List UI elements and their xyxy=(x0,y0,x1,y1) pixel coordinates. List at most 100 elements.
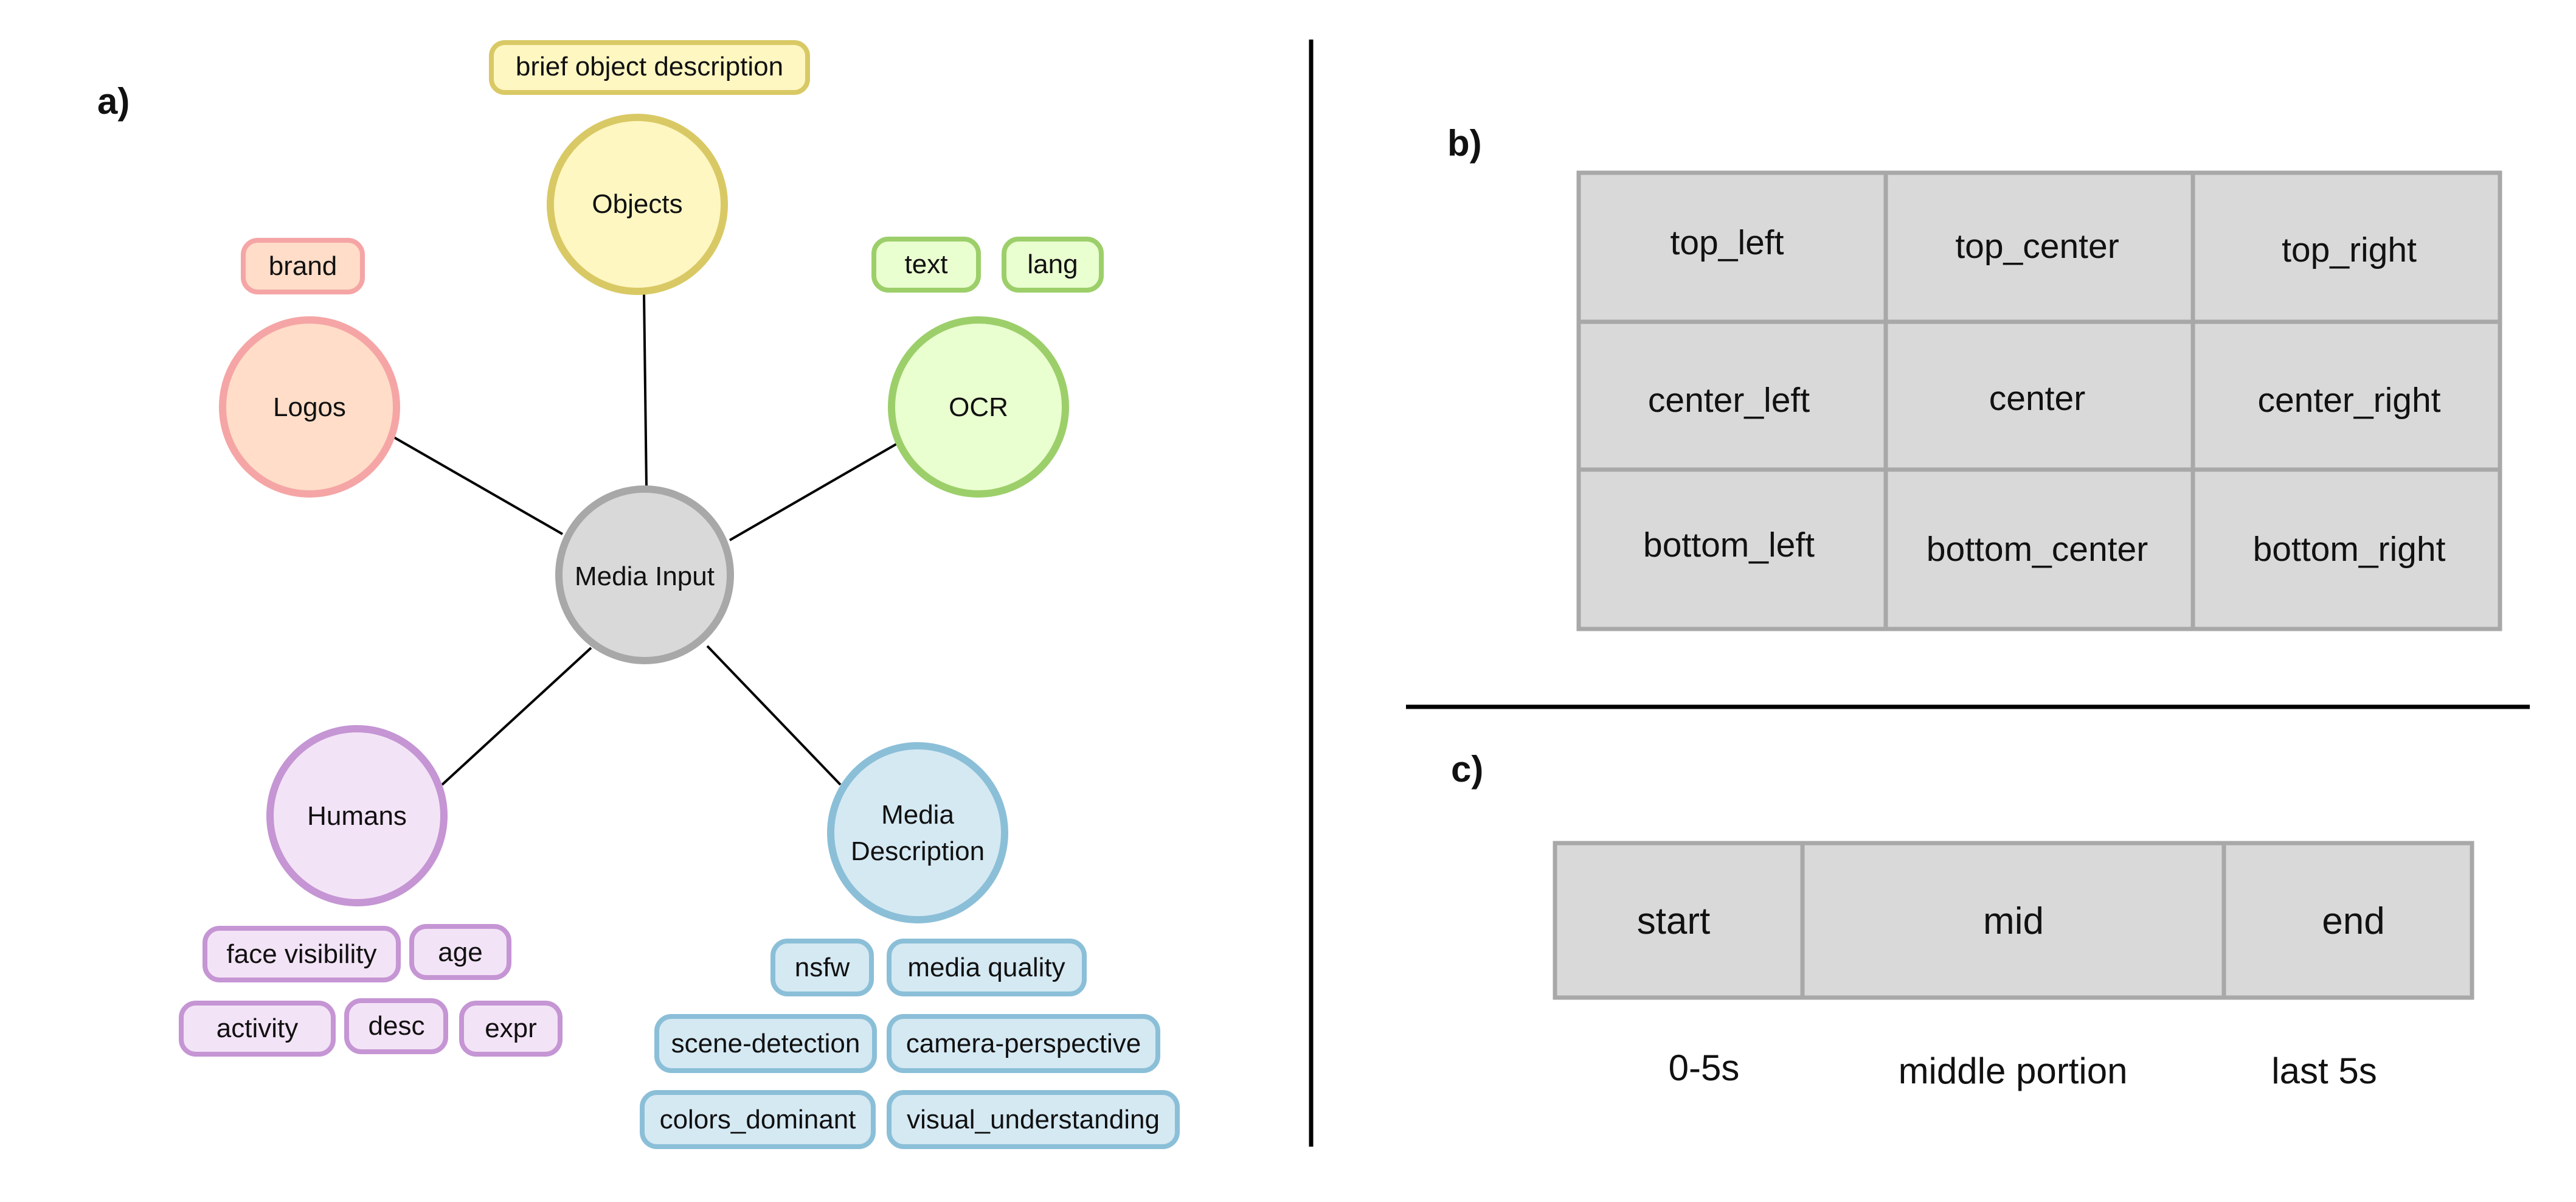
humans-tag-activity-pill xyxy=(179,1001,336,1057)
objects-tag-label: brief object description xyxy=(516,52,783,82)
logos-tag-label: brand xyxy=(269,251,338,281)
humans-tag-face-visibility: face visibility xyxy=(203,926,401,982)
logos-label: Logos xyxy=(273,392,346,422)
cell-top-right-label: top_right xyxy=(2282,231,2417,269)
media-tag-visual-understanding-pill xyxy=(887,1090,1180,1149)
cell-bottom-center-label: bottom_center xyxy=(1927,530,2148,569)
ocr-tag-lang-label: lang xyxy=(1027,249,1078,279)
panel-a-label: a) xyxy=(97,81,130,122)
objects-circle xyxy=(547,114,728,295)
humans-tag-age: age xyxy=(409,924,511,980)
humans-tag-desc: desc xyxy=(344,998,448,1054)
media-tag-scene-detection-label: scene-detection xyxy=(671,1029,860,1058)
spoke-lines xyxy=(393,293,897,786)
cell-top-center xyxy=(1883,170,2195,324)
position-grid: top_left top_center top_right center_lef… xyxy=(1576,170,2502,631)
panel-b-label: b) xyxy=(1447,123,1482,164)
segment-mid xyxy=(1800,841,2226,1000)
hub-node: Media Input xyxy=(555,485,734,664)
media-tag-visual-understanding-label: visual_understanding xyxy=(907,1105,1160,1134)
cell-bottom-right xyxy=(2190,467,2502,631)
cell-center-right xyxy=(2190,319,2502,472)
segment-end-caption: last 5s xyxy=(2271,1051,2377,1091)
humans-tag-age-label: age xyxy=(438,937,482,967)
hub-label: Media Input xyxy=(575,561,715,591)
segment-end xyxy=(2221,841,2474,1000)
media-tag-camera-perspective-pill xyxy=(887,1014,1160,1073)
media-tag-nsfw-pill xyxy=(770,939,874,996)
ocr-node: OCR xyxy=(888,316,1069,498)
media-description-circle xyxy=(827,742,1008,923)
spoke-media-description xyxy=(706,645,842,786)
segment-start-label: start xyxy=(1637,900,1711,942)
segment-start-caption: 0-5s xyxy=(1669,1047,1740,1088)
humans-tag-activity: activity xyxy=(179,1001,336,1057)
media-description-label-line1: Media xyxy=(881,800,954,830)
media-tag-camera-perspective-label: camera-perspective xyxy=(906,1029,1141,1058)
cell-top-right xyxy=(2190,170,2502,324)
media-tag-scene-detection: scene-detection xyxy=(654,1014,877,1073)
objects-tag-pill xyxy=(489,40,810,95)
media-description-node: Media Description xyxy=(827,742,1008,923)
spoke-logos xyxy=(393,436,563,535)
humans-tag-desc-pill xyxy=(344,998,448,1054)
logos-circle xyxy=(219,316,400,498)
ocr-tag-lang-pill xyxy=(1002,237,1104,293)
humans-tag-face-visibility-label: face visibility xyxy=(227,939,377,969)
media-tag-colors-dominant: colors_dominant xyxy=(640,1090,876,1149)
cell-bottom-left xyxy=(1576,467,1888,631)
media-tag-nsfw-label: nsfw xyxy=(795,953,850,982)
humans-circle xyxy=(266,725,448,906)
ocr-circle xyxy=(888,316,1069,498)
cell-bottom-right-label: bottom_right xyxy=(2253,530,2446,569)
logos-node: Logos xyxy=(219,316,400,498)
objects-label: Objects xyxy=(592,189,682,219)
media-tag-media-quality: media quality xyxy=(887,939,1087,996)
cell-center xyxy=(1883,319,2195,472)
cell-center-label: center xyxy=(1989,379,2085,418)
ocr-tag-text: text xyxy=(871,237,981,293)
segment-mid-label: mid xyxy=(1983,900,2044,942)
segment-end-label: end xyxy=(2322,900,2384,942)
cell-top-left-label: top_left xyxy=(1671,223,1784,262)
panel-c-label: c) xyxy=(1451,749,1483,790)
media-tag-colors-dominant-label: colors_dominant xyxy=(660,1105,856,1134)
media-tag-visual-understanding: visual_understanding xyxy=(887,1090,1180,1149)
spoke-ocr xyxy=(729,443,897,541)
spoke-objects xyxy=(643,293,648,487)
hub-circle xyxy=(555,485,734,664)
media-tag-scene-detection-pill xyxy=(654,1014,877,1073)
logos-tag: brand xyxy=(241,238,365,294)
humans-tag-desc-label: desc xyxy=(369,1011,425,1041)
humans-tag-expr-label: expr xyxy=(485,1013,537,1043)
objects-tag: brief object description xyxy=(489,40,810,95)
cell-bottom-center xyxy=(1883,467,2195,631)
media-description-label-line2: Description xyxy=(851,836,985,866)
humans-tag-expr-pill xyxy=(459,1001,563,1057)
spoke-humans xyxy=(441,647,592,786)
timeline: start mid end 0-5s middle portion last 5… xyxy=(1553,841,2474,1091)
cell-center-right-label: center_right xyxy=(2257,381,2440,420)
ocr-tag-lang: lang xyxy=(1002,237,1104,293)
ocr-tag-text-pill xyxy=(871,237,981,293)
humans-tag-face-visibility-pill xyxy=(203,926,401,982)
humans-label: Humans xyxy=(307,801,407,831)
segment-mid-caption: middle portion xyxy=(1899,1051,2128,1091)
ocr-label: OCR xyxy=(949,392,1008,422)
ocr-tag-text-label: text xyxy=(905,249,948,279)
media-tag-media-quality-pill xyxy=(887,939,1087,996)
humans-node: Humans xyxy=(266,725,448,906)
humans-tag-age-pill xyxy=(409,924,511,980)
media-tag-nsfw: nsfw xyxy=(770,939,874,996)
media-tag-camera-perspective: camera-perspective xyxy=(887,1014,1160,1073)
cell-top-center-label: top_center xyxy=(1955,227,2119,266)
media-tag-media-quality-label: media quality xyxy=(907,953,1065,982)
media-tag-colors-dominant-pill xyxy=(640,1090,876,1149)
humans-tag-expr: expr xyxy=(459,1001,563,1057)
cell-bottom-left-label: bottom_left xyxy=(1643,526,1815,565)
cell-top-left xyxy=(1576,170,1888,324)
cell-center-left-label: center_left xyxy=(1648,381,1810,420)
logos-tag-pill xyxy=(241,238,365,294)
